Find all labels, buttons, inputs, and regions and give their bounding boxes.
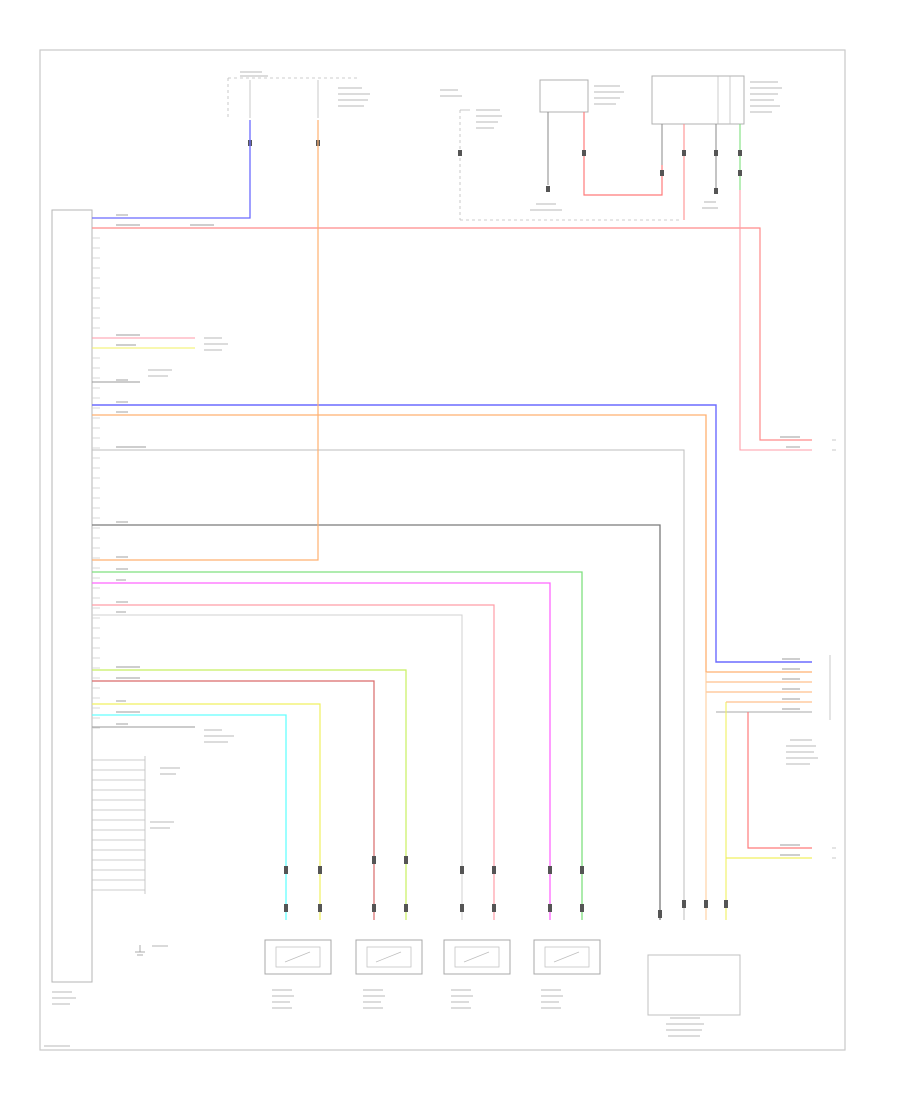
top-connector-plugs bbox=[248, 140, 742, 194]
wire-yellow-sensor1 bbox=[92, 703, 321, 920]
sensor-2 bbox=[355, 939, 423, 975]
ecu-sub-connector bbox=[92, 756, 146, 894]
sensor-1 bbox=[264, 939, 332, 975]
wire-orange-long bbox=[92, 414, 812, 673]
sensor-4 bbox=[533, 939, 601, 975]
wire-dark-long bbox=[92, 524, 661, 920]
wire-red-top-loop bbox=[583, 112, 663, 196]
right-connector-wires bbox=[705, 672, 812, 920]
relay-box-right bbox=[651, 75, 745, 125]
wire-pink-right bbox=[739, 190, 812, 451]
sensor-lead-plugs bbox=[284, 856, 728, 918]
wire-magenta-long bbox=[92, 582, 551, 920]
fuse-feed-middle bbox=[459, 109, 680, 221]
ecu-pin-ticks bbox=[92, 217, 100, 729]
switch-box-left bbox=[539, 79, 589, 113]
wire-orange-vertical bbox=[92, 120, 319, 561]
wire-blue-top bbox=[92, 120, 251, 219]
wire-cyan-sensor1 bbox=[92, 714, 287, 920]
wire-gray-long bbox=[92, 449, 685, 920]
ecu-ground-symbol bbox=[135, 945, 145, 956]
wire-pink-lower-right bbox=[747, 712, 812, 849]
description-marks bbox=[44, 71, 818, 1047]
fuse-box-top bbox=[227, 77, 360, 120]
wire-red-sensor2 bbox=[92, 680, 375, 920]
sensor-3 bbox=[443, 939, 511, 975]
wire-red-long bbox=[92, 227, 812, 441]
wire-blue-long bbox=[92, 404, 812, 663]
right-connector-ticks bbox=[829, 439, 836, 859]
control-module-box bbox=[647, 954, 741, 1016]
wire-pink-sensor3 bbox=[92, 604, 495, 920]
ecu-connector-strip bbox=[51, 209, 93, 983]
wire-lime-sensor2 bbox=[92, 669, 407, 920]
wire-lightgray-sensor3 bbox=[92, 614, 463, 920]
wire-label-marks bbox=[116, 214, 800, 856]
diagram-frame bbox=[39, 49, 846, 1051]
wire-green-long bbox=[92, 571, 583, 920]
top-gray-leads bbox=[547, 112, 717, 190]
